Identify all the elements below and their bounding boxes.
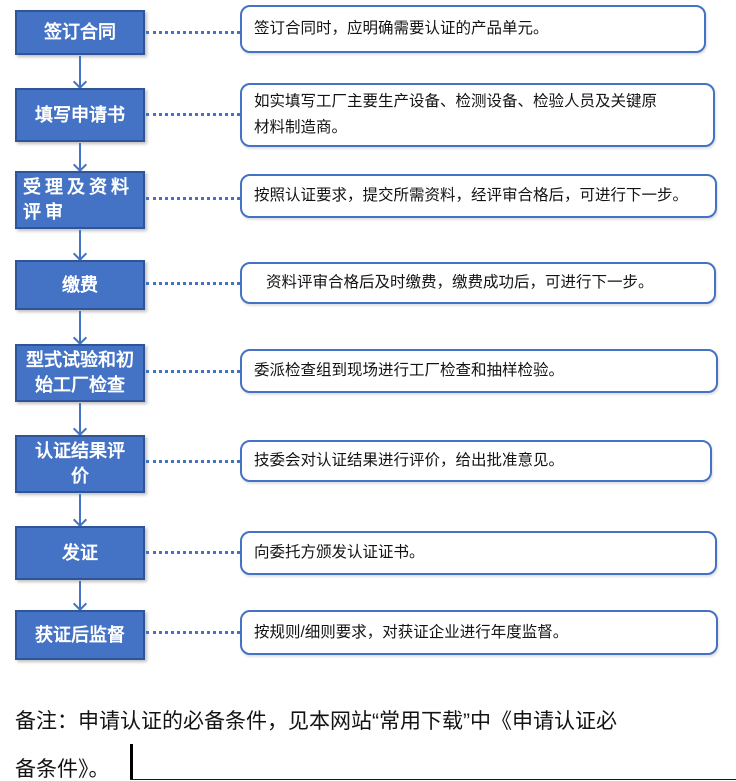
down-arrow-7 bbox=[74, 581, 86, 610]
footnote: 备注：申请认证的必备条件，见本网站“常用下载”中《申请认证必 备条件》。 bbox=[15, 698, 715, 781]
flow-desc-text: 资料评审合格后及时缴费，缴费成功后，可进行下一步。 bbox=[266, 274, 654, 291]
text-cursor[interactable] bbox=[130, 744, 133, 780]
bottom-border-line bbox=[130, 778, 736, 780]
down-arrow-6 bbox=[74, 494, 86, 526]
flow-step-label: 认证结果评 价 bbox=[35, 441, 125, 486]
flow-step-label: 受理及资料 评审 bbox=[23, 177, 133, 222]
flow-step-payment: 缴费 bbox=[15, 260, 145, 310]
flow-desc-post-cert-supervision: 按规则/细则要求，对获证企业进行年度监督。 bbox=[240, 610, 718, 655]
down-arrow-4 bbox=[74, 311, 86, 344]
dotted-connector-3 bbox=[146, 197, 240, 200]
flow-desc-text: 技委会对认证结果进行评价，给出批准意见。 bbox=[254, 452, 565, 469]
flow-desc-text: 按规则/细则要求，对获证企业进行年度监督。 bbox=[254, 623, 569, 641]
flow-step-label: 获证后监督 bbox=[35, 624, 125, 645]
dotted-connector-4 bbox=[146, 282, 240, 285]
flow-step-post-cert-supervision: 获证后监督 bbox=[15, 610, 145, 660]
flow-desc-text: 委派检查组到现场进行工厂检查和抽样检验。 bbox=[254, 362, 565, 379]
dotted-connector-1 bbox=[146, 31, 240, 34]
flow-step-issue-certificate: 发证 bbox=[15, 526, 145, 580]
down-arrow-5 bbox=[74, 403, 86, 435]
flow-desc-text: 按照认证要求，提交所需资料，经评审合格后，可进行下一步。 bbox=[254, 187, 689, 204]
flow-step-result-evaluation: 认证结果评 价 bbox=[15, 435, 145, 493]
flow-desc-acceptance-review: 按照认证要求，提交所需资料，经评审合格后，可进行下一步。 bbox=[240, 174, 717, 218]
dotted-connector-2 bbox=[146, 113, 240, 116]
flow-desc-text: 签订合同时，应明确需要认证的产品单元。 bbox=[254, 20, 549, 37]
flow-step-label: 发证 bbox=[62, 542, 98, 563]
flow-step-label: 签订合同 bbox=[44, 22, 116, 42]
flow-desc-fill-application: 如实填写工厂主要生产设备、检测设备、检验人员及关键原 材料制造商。 bbox=[240, 83, 715, 147]
footnote-line-2: 备条件》。 bbox=[15, 758, 110, 781]
flow-step-fill-application: 填写申请书 bbox=[15, 88, 145, 142]
flow-desc-issue-certificate: 向委托方颁发认证证书。 bbox=[240, 531, 717, 575]
dotted-connector-5 bbox=[146, 370, 240, 373]
down-arrow-3 bbox=[74, 230, 86, 260]
flow-step-type-test-inspection: 型式试验和初 始工厂检查 bbox=[15, 344, 145, 402]
dotted-connector-6 bbox=[146, 460, 240, 463]
flow-step-label: 缴费 bbox=[62, 274, 98, 295]
flow-desc-text: 向委托方颁发认证证书。 bbox=[254, 544, 425, 561]
flow-desc-payment: 资料评审合格后及时缴费，缴费成功后，可进行下一步。 bbox=[240, 262, 716, 304]
flow-desc-type-test-inspection: 委派检查组到现场进行工厂检查和抽样检验。 bbox=[240, 349, 718, 393]
down-arrow-1 bbox=[74, 56, 86, 88]
flow-step-sign-contract: 签订合同 bbox=[15, 10, 145, 55]
dotted-connector-8 bbox=[146, 631, 240, 634]
footnote-line-1: 备注：申请认证的必备条件，见本网站“常用下载”中《申请认证必 bbox=[15, 710, 617, 733]
flow-desc-sign-contract: 签订合同时，应明确需要认证的产品单元。 bbox=[240, 5, 706, 53]
down-arrow-2 bbox=[74, 143, 86, 171]
dotted-connector-7 bbox=[146, 551, 240, 554]
flow-desc-text: 如实填写工厂主要生产设备、检测设备、检验人员及关键原 材料制造商。 bbox=[254, 93, 658, 136]
flow-step-acceptance-review: 受理及资料 评审 bbox=[15, 171, 145, 229]
flow-step-label: 型式试验和初 始工厂检查 bbox=[26, 350, 134, 395]
flow-step-label: 填写申请书 bbox=[35, 104, 125, 125]
flow-desc-result-evaluation: 技委会对认证结果进行评价，给出批准意见。 bbox=[240, 440, 712, 482]
